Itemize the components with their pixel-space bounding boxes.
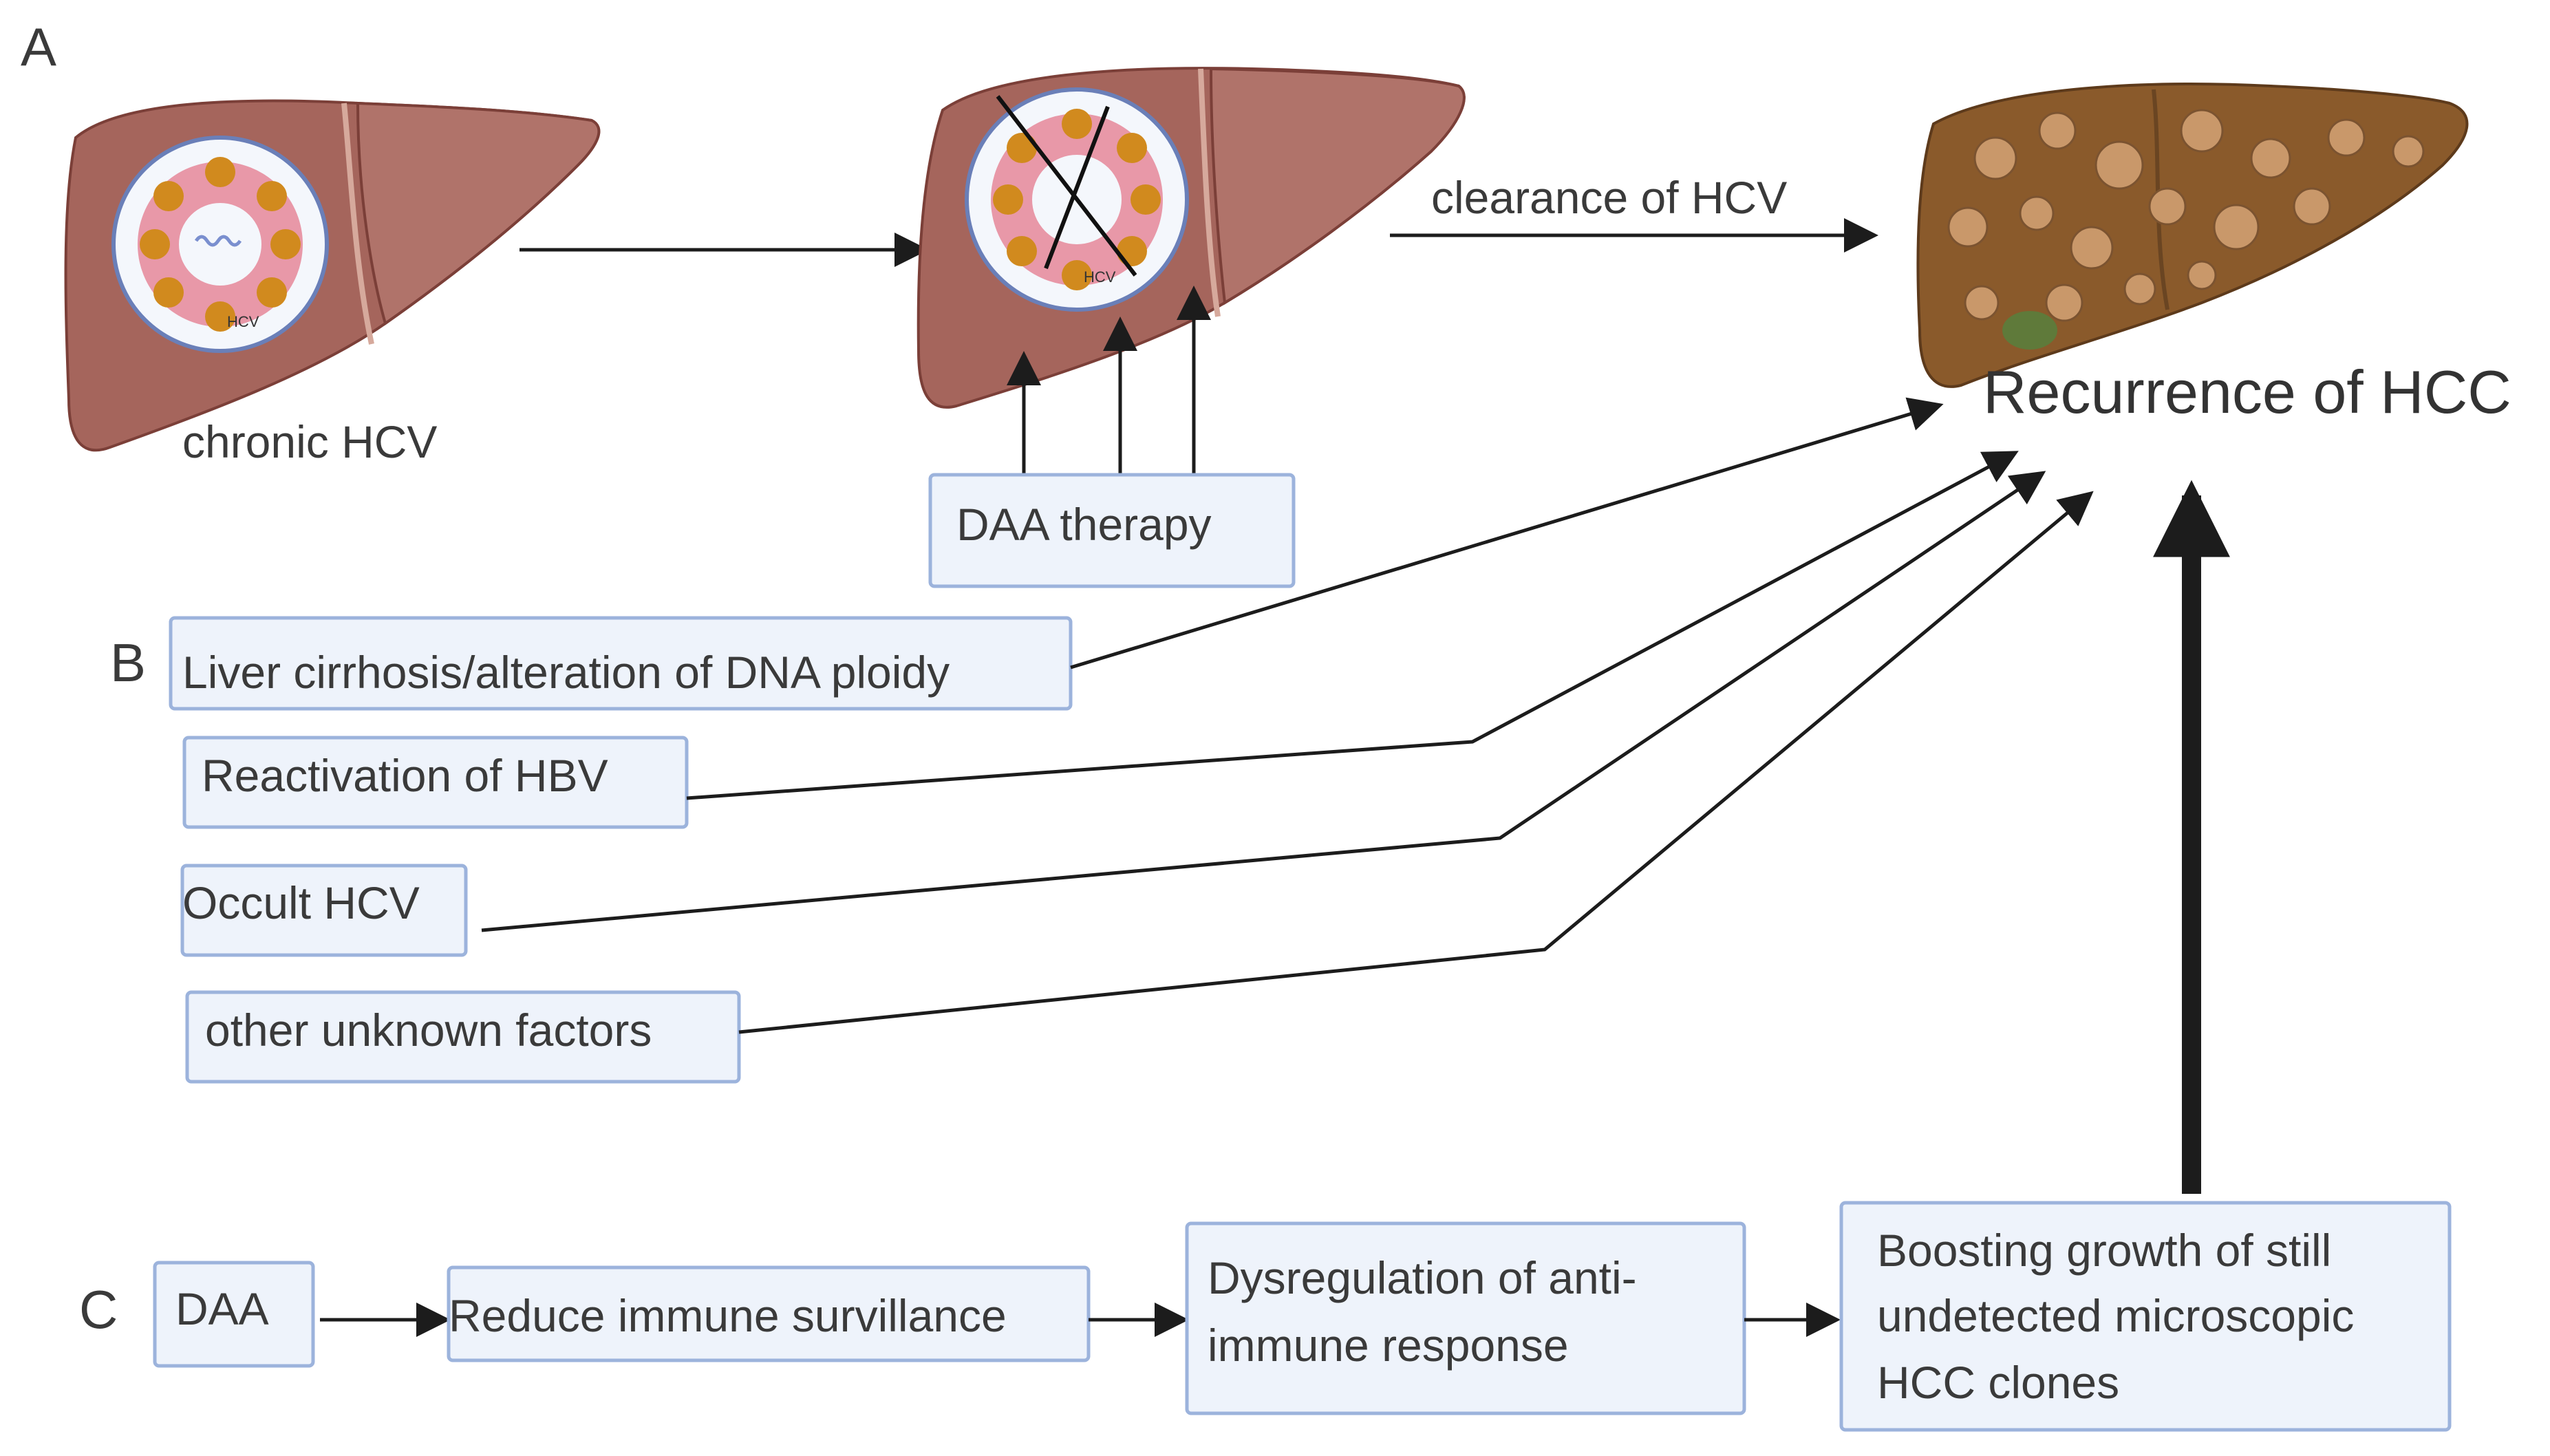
liver-chronic-hcv: HCV — [64, 99, 601, 452]
step-label-line1: Dysregulation of anti- — [1208, 1252, 1637, 1303]
liver-under-daa: HCV — [917, 67, 1466, 409]
factor-box-unknown: other unknown factors — [185, 990, 741, 1084]
step-label-line2: undetected microscopic — [1877, 1290, 2354, 1341]
panel-label-a: A — [21, 17, 56, 77]
hcv-virus-icon: HCV — [111, 136, 329, 353]
panel-label-c: C — [79, 1279, 118, 1340]
clearance-label: clearance of HCV — [1431, 172, 1787, 223]
factor-box-hbv: Reactivation of HBV — [182, 736, 689, 829]
step-box-immune-surveillance: Reduce immune survillance — [447, 1265, 1091, 1362]
factor-label: other unknown factors — [205, 1005, 652, 1056]
daa-therapy-box: DAA therapy — [928, 473, 1296, 588]
arrow-unknown-to-hcc — [738, 491, 2094, 1034]
step-label-line1: Boosting growth of still — [1877, 1225, 2331, 1276]
daa-box: DAA — [153, 1261, 315, 1368]
hcv-virus-crossed-icon: HCV — [965, 87, 1189, 312]
factor-box-occult-hcv: Occult HCV — [180, 864, 468, 957]
step-label-line3: HCC clones — [1877, 1357, 2119, 1408]
arrow-hbv-to-hcc — [686, 451, 2019, 800]
step-label: Reduce immune survillance — [449, 1290, 1007, 1341]
virus-label: HCV — [227, 313, 259, 330]
step-box-dysregulation: Dysregulation of anti- immune response — [1185, 1221, 1746, 1415]
panel-label-b: B — [110, 632, 146, 693]
hcc-liver-icon — [1916, 83, 2469, 388]
daa-therapy-label: DAA therapy — [956, 499, 1212, 550]
virus-label: HCV — [1084, 268, 1116, 286]
factor-label: Liver cirrhosis/alteration of DNA ploidy — [182, 647, 950, 698]
liver1-caption: chronic HCV — [182, 416, 437, 467]
step-label-line2: immune response — [1208, 1320, 1569, 1371]
step-box-boosting-growth: Boosting growth of still undetected micr… — [1839, 1201, 2452, 1432]
factor-label: Occult HCV — [182, 877, 420, 928]
arrow-occult-to-hcc — [481, 471, 2046, 932]
arrow-cirrhosis-to-hcc — [1070, 397, 1944, 670]
factor-box-cirrhosis: Liver cirrhosis/alteration of DNA ploidy — [169, 616, 1073, 711]
daa-label: DAA — [175, 1283, 269, 1334]
factor-label: Reactivation of HBV — [202, 750, 608, 801]
recurrence-label: Recurrence of HCC — [1983, 358, 2511, 426]
